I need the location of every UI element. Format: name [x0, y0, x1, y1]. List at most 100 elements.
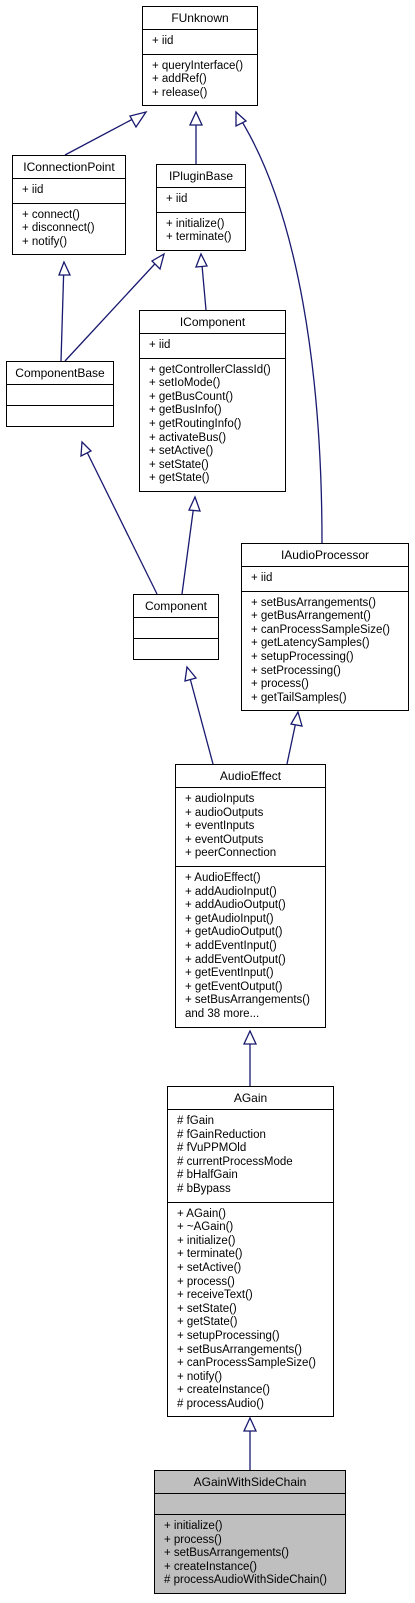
operation-row: + getControllerClassId() — [149, 363, 271, 376]
class-name: IComponent — [140, 311, 285, 334]
operation-row: + initialize() — [177, 1234, 236, 1247]
operation-row: + setBusArrangements() — [251, 596, 376, 609]
operation-row: + addEventInput() — [185, 939, 277, 952]
arrowhead-iconnectionpoint — [58, 260, 72, 276]
edge-componentbase-iconnectionpoint — [60, 261, 65, 362]
operation-row: + queryInterface() — [152, 59, 244, 72]
arrowhead-componentbase — [80, 440, 93, 458]
class-name: IConnectionPoint — [13, 156, 125, 179]
operations-section: + initialize()+ process()+ setBusArrange… — [155, 1515, 345, 1593]
operation-row: + release() — [152, 86, 208, 99]
operation-row: + setState() — [149, 458, 209, 471]
operation-row: + createInstance() — [177, 1384, 271, 1397]
operation-row: + getLatencySamples() — [251, 637, 370, 650]
attribute-row: # fVuPPMOld — [177, 1142, 247, 1155]
operation-row: + setBusArrangements() — [185, 994, 310, 1007]
attribute-row: + audioOutputs — [185, 806, 264, 819]
class-name: AGainWithSideChain — [155, 1471, 345, 1494]
arrowhead-funknown-left — [129, 110, 148, 129]
attributes-section: + iid — [13, 179, 125, 204]
operation-row: + getBusArrangement() — [251, 610, 371, 623]
operation-row: + disconnect() — [22, 222, 95, 235]
attribute-row: + iid — [166, 193, 188, 205]
attribute-row: # fGainReduction — [177, 1128, 266, 1141]
operation-row: + createInstance() — [164, 1560, 258, 1573]
operation-row: + terminate() — [177, 1248, 243, 1261]
operation-row: + initialize() — [164, 1520, 223, 1532]
attributes-section: # fGain# fGainReduction# fVuPPMOld# curr… — [168, 1110, 333, 1203]
operation-row: + AGain() — [177, 1207, 226, 1220]
operation-row: + setupProcessing() — [251, 650, 354, 663]
operation-row: + addEventOutput() — [185, 953, 286, 966]
class-againwithsidechain: AGainWithSideChain + initialize()+ proces… — [154, 1470, 346, 1594]
operation-row: + addAudioOutput() — [185, 899, 286, 912]
operation-row: + process() — [177, 1275, 235, 1288]
operation-row: + getState() — [149, 472, 210, 485]
class-iaudioprocessor: IAudioProcessor+ iid+ setBusArrangements… — [241, 543, 409, 712]
operations-section: + AGain()+ ~AGain()+ initialize()+ termi… — [168, 1203, 333, 1417]
attributes-section — [155, 1494, 345, 1515]
operation-row: + AudioEffect() — [185, 871, 261, 884]
class-name: AudioEffect — [176, 765, 325, 788]
attribute-row: + iid — [22, 184, 44, 196]
operation-row: + setBusArrangements() — [164, 1547, 289, 1560]
operations-section — [7, 406, 113, 426]
attribute-row: + iid — [149, 339, 171, 351]
operation-row: # processAudioWithSideChain() — [164, 1574, 327, 1587]
operation-row: + notify() — [177, 1370, 223, 1383]
class-componentbase: ComponentBase — [6, 361, 114, 427]
attribute-row: + audioInputs — [185, 793, 255, 805]
attribute-row: + iid — [251, 572, 273, 584]
attribute-row: # fGain — [177, 1115, 215, 1127]
attribute-row: # currentProcessMode — [177, 1155, 293, 1168]
operation-row: + getState() — [177, 1316, 238, 1329]
class-name: ComponentBase — [7, 362, 113, 385]
operations-section: + getControllerClassId()+ setIoMode()+ g… — [140, 359, 285, 491]
operation-row: + getBusCount() — [149, 390, 234, 403]
operations-section: + initialize()+ terminate() — [157, 213, 245, 250]
attributes-section: + iid — [157, 188, 245, 213]
operation-row: + setIoMode() — [149, 377, 221, 390]
operation-row: + getAudioInput() — [185, 912, 274, 925]
class-name: FUnknown — [143, 7, 257, 30]
class-funknown: FUnknown+ iid+ queryInterface()+ addRef(… — [142, 6, 258, 107]
edge-component-componentbase — [81, 441, 158, 595]
arrowhead-funknown-center — [188, 110, 204, 126]
edge-componentbase-ipluginbase — [64, 253, 165, 362]
attributes-section: + iid — [143, 30, 257, 55]
attributes-section — [7, 385, 113, 406]
operation-row: + setProcessing() — [251, 664, 341, 677]
operation-row: + setActive() — [177, 1261, 242, 1274]
operation-row: + addAudioInput() — [185, 885, 277, 898]
operations-section — [134, 639, 218, 659]
operation-row: + setBusArrangements() — [177, 1343, 302, 1356]
attributes-section — [134, 618, 218, 639]
operation-row: + terminate() — [166, 231, 232, 244]
attribute-row: + peerConnection — [185, 847, 277, 860]
class-audioeffect: AudioEffect+ audioInputs+ audioOutputs+ … — [175, 764, 326, 1028]
arrowhead-ipluginbase-left — [150, 252, 166, 271]
operation-row: + canProcessSampleSize() — [177, 1357, 317, 1370]
operation-row: and 38 more... — [185, 1007, 260, 1020]
operation-row: + getAudioOutput() — [185, 926, 283, 939]
class-iconnectionpoint: IConnectionPoint + iid + connect()+ discon… — [12, 155, 126, 256]
operation-row: + getEventOutput() — [185, 980, 283, 993]
class-name: AGain — [168, 1087, 333, 1110]
operation-row: + process() — [164, 1533, 222, 1546]
attribute-row: + eventInputs — [185, 820, 255, 833]
class-icomponent: IComponent+ iid+ getControllerClassId()+… — [139, 310, 286, 492]
operation-row: + activateBus() — [149, 431, 227, 444]
operation-row: + setupProcessing() — [177, 1329, 280, 1342]
operation-row: + setActive() — [149, 445, 214, 458]
operations-section: + AudioEffect()+ addAudioInput()+ addAud… — [176, 867, 325, 1027]
operation-row: + setState() — [177, 1302, 237, 1315]
attribute-row: + iid — [152, 35, 174, 47]
operation-row: + initialize() — [166, 217, 225, 230]
operations-section: + connect()+ disconnect()+ notify() — [13, 204, 125, 255]
operation-row: + canProcessSampleSize() — [251, 623, 391, 636]
class-again: AGain# fGain# fGainReduction# fVuPPMOld#… — [167, 1086, 334, 1418]
operation-row: + connect() — [22, 208, 80, 221]
attributes-section: + audioInputs+ audioOutputs+ eventInputs… — [176, 788, 325, 867]
attribute-row: + eventOutputs — [185, 833, 264, 846]
operation-row: + ~AGain() — [177, 1221, 234, 1234]
